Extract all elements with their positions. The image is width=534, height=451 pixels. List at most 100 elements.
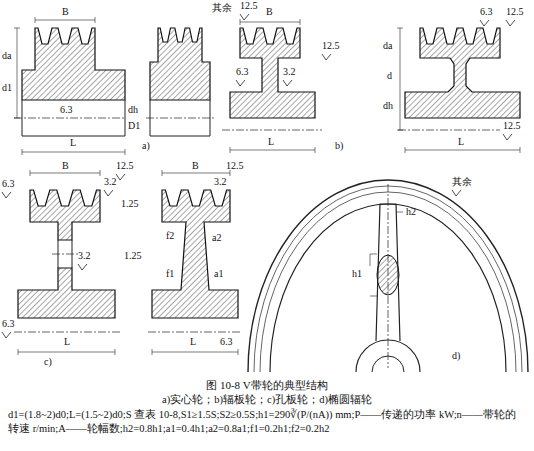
dimension-label: L [268, 136, 274, 148]
roughness-symbol [104, 190, 113, 196]
leader-line [370, 254, 377, 255]
dimension-label: h1 [352, 268, 362, 280]
roughness-symbol [452, 190, 461, 196]
dimension-label: da [2, 50, 11, 62]
dimension-tick [115, 349, 116, 355]
dimension-label: B [266, 6, 273, 18]
dimension-line [405, 150, 520, 151]
dimension-tick [405, 147, 406, 153]
hatched-section [18, 268, 115, 318]
dimension-label: 12.5 [322, 40, 340, 52]
dimension-label: B [62, 6, 69, 18]
dimension-tick [300, 19, 301, 25]
roughness-symbol [240, 14, 249, 20]
dimension-label: B [62, 160, 69, 172]
dimension-line [17, 28, 18, 118]
dimension-label: 1.25 [121, 198, 139, 210]
dimension-line [230, 150, 315, 151]
dimension-label: 3.2 [78, 250, 91, 262]
dimension-label: L [70, 137, 76, 149]
roughness-symbol [236, 80, 245, 86]
dimension-label: d [387, 70, 392, 82]
roughness-symbol [506, 20, 515, 26]
roughness-symbol [322, 54, 331, 60]
dimension-label: 6.3 [480, 6, 493, 18]
dimension-label: d1 [2, 82, 12, 94]
roughness-symbol [78, 264, 87, 270]
dimension-label: L [64, 336, 70, 348]
roughness-symbol [503, 134, 512, 140]
dimension-tick [238, 349, 239, 355]
leader-line [370, 296, 377, 297]
dimension-label: a2 [212, 232, 221, 244]
dimension-label: 1.25 [124, 250, 142, 262]
dimension-label: dh [128, 104, 138, 116]
dimension-label: dh [383, 100, 393, 112]
dimension-label: 12.5 [240, 0, 258, 12]
caption-note: d1=(1.8~2)d0;L=(1.5~2)d0;S 查表 10-8,S1≥1.… [8, 408, 526, 436]
leader-line [370, 254, 371, 266]
dimension-label: 12.5 [226, 160, 244, 172]
dimension-tick [315, 147, 316, 153]
dimension-label: 6.3 [236, 66, 249, 78]
dimension-line [400, 28, 401, 130]
hatched-section [152, 190, 238, 318]
dimension-label: D1 [128, 120, 140, 132]
dimension-label: b) [335, 140, 343, 152]
dimension-tick [230, 147, 231, 153]
dimension-tick [18, 349, 19, 355]
outline-lines [2, 14, 528, 372]
caption-note: a)实心轮；b)辐板轮；c)孔板轮；d)椭圆辐轮 [0, 393, 534, 407]
dimension-line [152, 352, 238, 353]
dimension-label: 3.2 [214, 176, 227, 188]
dimension-line [35, 20, 95, 21]
dimension-line [22, 152, 125, 153]
dimension-label: a) [142, 140, 150, 152]
center-line [398, 130, 500, 131]
dimension-tick [30, 170, 31, 176]
center-line [14, 118, 126, 119]
dimension-label: 6.3 [2, 318, 15, 330]
dimension-label: 12.5 [116, 160, 134, 172]
dimension-line [18, 352, 115, 353]
dimension-tick [100, 170, 101, 176]
dimension-label: 6.3 [60, 104, 73, 116]
dimension-tick [397, 28, 403, 29]
hatched-section [405, 28, 520, 118]
roughness-symbol [116, 174, 125, 180]
dimension-line [240, 22, 300, 23]
dimension-label: f1 [166, 268, 174, 280]
dimension-tick [35, 17, 36, 23]
dimension-label: 其余 [452, 176, 472, 188]
dimension-label: L [458, 136, 464, 148]
dimension-label: h2 [406, 206, 416, 218]
dimension-tick [520, 147, 521, 153]
dimension-label: 其余 [212, 2, 232, 14]
dimension-label: 6.3 [2, 178, 15, 190]
roughness-symbol [283, 80, 292, 86]
dimension-line [30, 173, 100, 174]
dimension-label: a1 [214, 268, 223, 280]
dimension-label: 3.2 [283, 66, 296, 78]
center-line [222, 130, 322, 131]
center-line [14, 332, 120, 333]
rim-arc [248, 180, 528, 372]
dimension-label: B [192, 160, 199, 172]
dimension-label: da [383, 40, 392, 52]
outline [150, 136, 210, 137]
dimension-tick [397, 130, 403, 131]
dimension-label: d) [452, 350, 460, 362]
outline [125, 100, 126, 136]
roughness-symbol [2, 332, 11, 338]
dimension-tick [14, 28, 20, 29]
center-line [52, 254, 78, 255]
roughness-symbol [480, 20, 489, 26]
dimension-tick [152, 349, 153, 355]
dimension-tick [22, 149, 23, 155]
dimension-label: 3.2 [104, 176, 117, 188]
center-line [388, 184, 389, 368]
figure-caption: 图 10-8 V带轮的典型结构 [0, 378, 534, 393]
center-line [148, 332, 242, 333]
dimension-tick [240, 19, 241, 25]
